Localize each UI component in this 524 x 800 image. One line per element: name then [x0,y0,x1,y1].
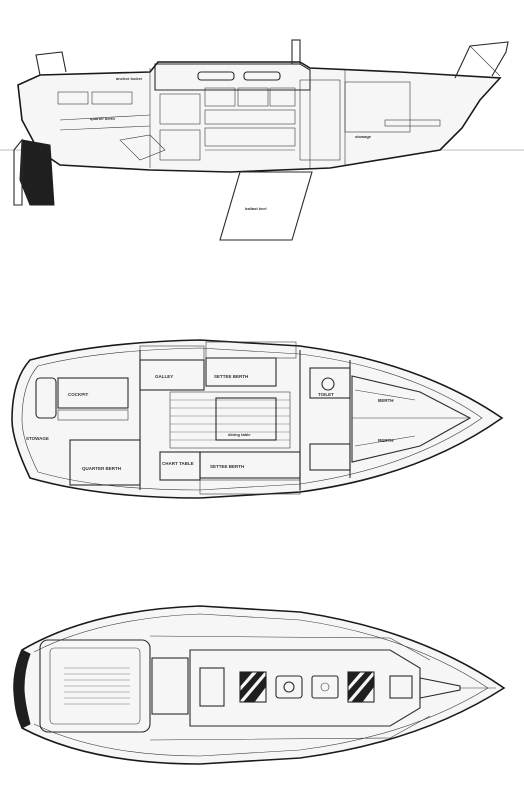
dining-table [215,397,277,441]
transom [13,649,31,729]
companionway [151,657,189,715]
label-cockpit: COCKPIT [68,392,89,397]
skylight-icon [239,671,267,703]
v-berth [351,375,472,463]
profile-interior [57,68,441,168]
label-keel: ballast keel [245,206,267,211]
cockpit [39,639,151,733]
label-settee-stbd: SETTEE BERTH [214,374,248,379]
keel-icon [219,171,313,241]
label-head: TOILET [318,392,334,397]
rudder-icon [19,139,55,206]
label-chart-table: CHART TABLE [162,461,194,466]
label-vberth-lower: BERTH [378,438,394,443]
vent-box [275,675,303,699]
stern-pushpit [35,51,67,76]
label-settee-port: SETTEE BERTH [210,464,244,469]
porthole [243,71,281,81]
profile-view: anchor locker stowage ballast keel quart… [0,39,524,241]
porthole [197,71,235,81]
deck-plan [13,605,506,765]
interior-plan: GALLEY SETTEE BERTH SETTEE BERTH QUARTER… [11,339,504,499]
label-stowage: STOWAGE [26,436,49,441]
label-galley: GALLEY [155,374,173,379]
bow-pulpit [454,41,509,79]
label-quarter-berth: QUARTER BERTH [82,466,121,471]
cabin-sole [169,391,291,449]
forehatch [389,675,413,699]
cabin-roof [189,649,421,727]
label-stowage-fwd: stowage [355,134,372,139]
label-anchor-locker: anchor locker [116,76,143,81]
aft-cabin [57,377,129,409]
mast-icon [291,39,301,65]
aft-seat [35,377,57,419]
cockpit-grating [64,667,130,705]
bow-fitting [419,677,461,699]
label-dinette: dining table [228,432,251,437]
label-berth-aft: quarter berth [90,116,115,121]
vent-icon [283,681,295,693]
hatch-small [311,675,339,699]
sole-planks [170,399,290,441]
toilet-icon [321,377,335,391]
hatch [199,667,225,707]
label-vberth-upper: BERTH [378,398,394,403]
interior-hull [11,339,504,499]
skylight-icon [347,671,375,703]
